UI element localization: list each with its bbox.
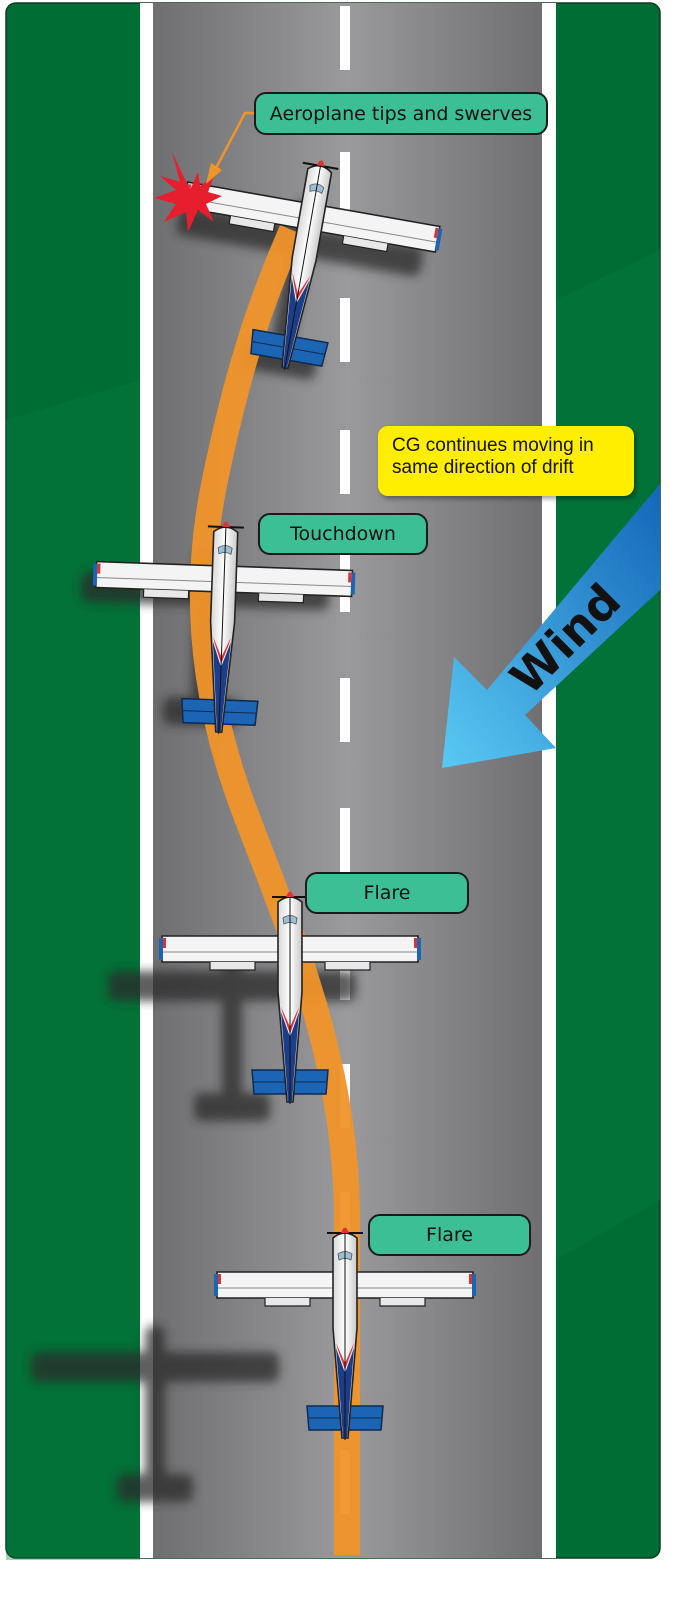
impact-burst-icon [154,152,222,232]
label-flare-lower: Flare [368,1214,531,1256]
cg-note-line1: CG continues moving in [392,435,594,456]
label-touchdown: Touchdown [258,513,428,555]
cg-note-line2: same direction of drift [392,457,574,478]
cg-note: CG continues moving in same direction of… [378,426,634,496]
ground-track-path [189,224,360,1555]
pointer-arrow [206,111,256,184]
label-flare-upper: Flare [305,872,469,914]
label-aeroplane-tips: Aeroplane tips and swerves [254,92,548,135]
